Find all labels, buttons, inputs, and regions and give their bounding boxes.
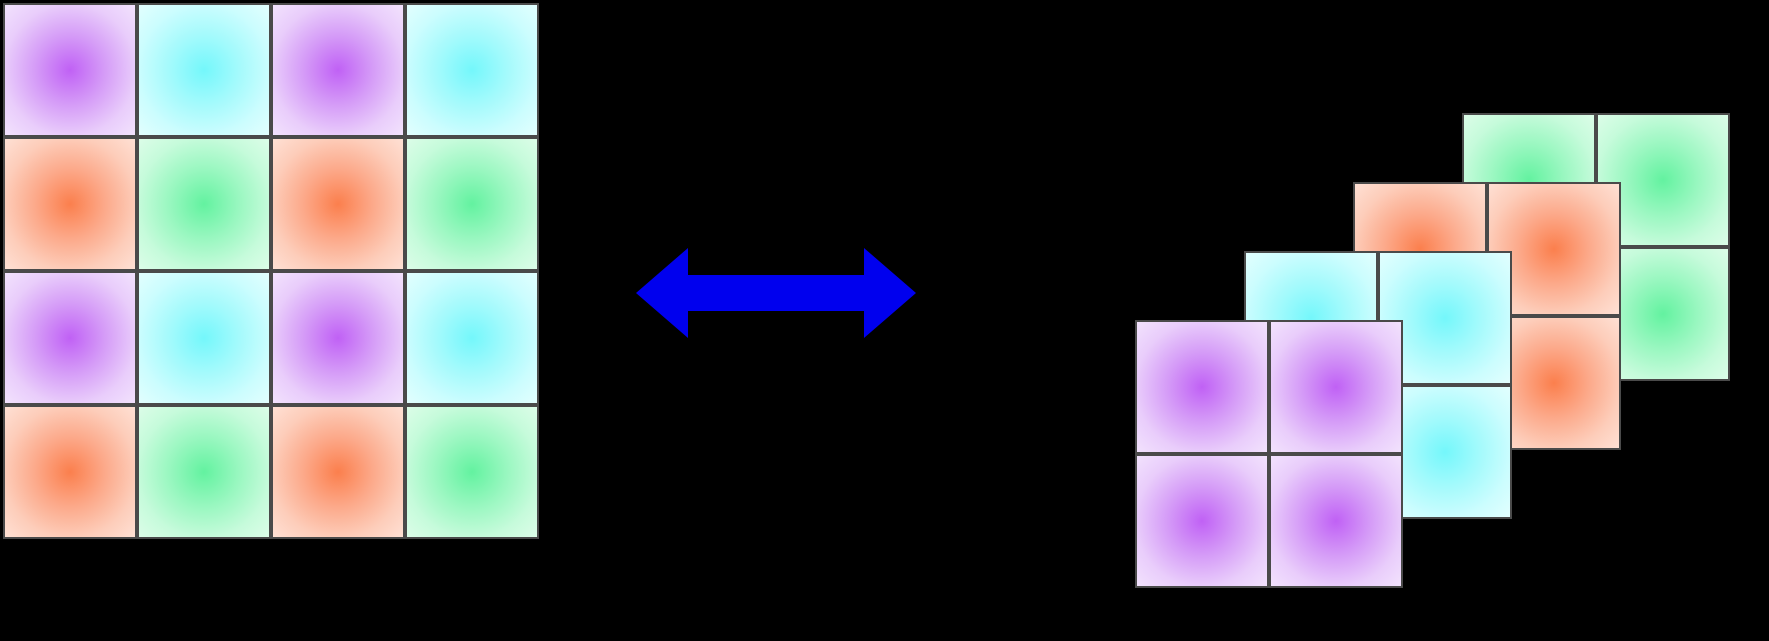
source-cell-r0-c2 — [271, 3, 405, 137]
source-grid — [3, 3, 541, 569]
source-cell-r0-c0 — [3, 3, 137, 137]
source-cell-r0-c1 — [137, 3, 271, 137]
source-cell-r3-c2 — [271, 405, 405, 539]
purple-plane-cell-r0-c0 — [1135, 320, 1269, 454]
source-cell-r3-c0 — [3, 405, 137, 539]
source-cell-r1-c0 — [3, 137, 137, 271]
source-cell-r0-c3 — [405, 3, 539, 137]
source-cell-r3-c1 — [137, 405, 271, 539]
source-cell-r2-c3 — [405, 271, 539, 405]
purple-plane-cell-r1-c0 — [1135, 454, 1269, 588]
source-cell-r1-c1 — [137, 137, 271, 271]
source-cell-r1-c2 — [271, 137, 405, 271]
double-headed-arrow-svg — [636, 248, 916, 338]
source-cell-r3-c3 — [405, 405, 539, 539]
purple-plane-cell-r0-c1 — [1269, 320, 1403, 454]
source-cell-r1-c3 — [405, 137, 539, 271]
double-headed-arrow-icon — [636, 248, 916, 338]
purple-plane-cell-r1-c1 — [1269, 454, 1403, 588]
source-cell-r2-c2 — [271, 271, 405, 405]
source-cell-r2-c1 — [137, 271, 271, 405]
stack-layer-purple-plane — [1135, 320, 1403, 588]
source-cell-r2-c0 — [3, 271, 137, 405]
arrow-polygon — [636, 248, 916, 338]
